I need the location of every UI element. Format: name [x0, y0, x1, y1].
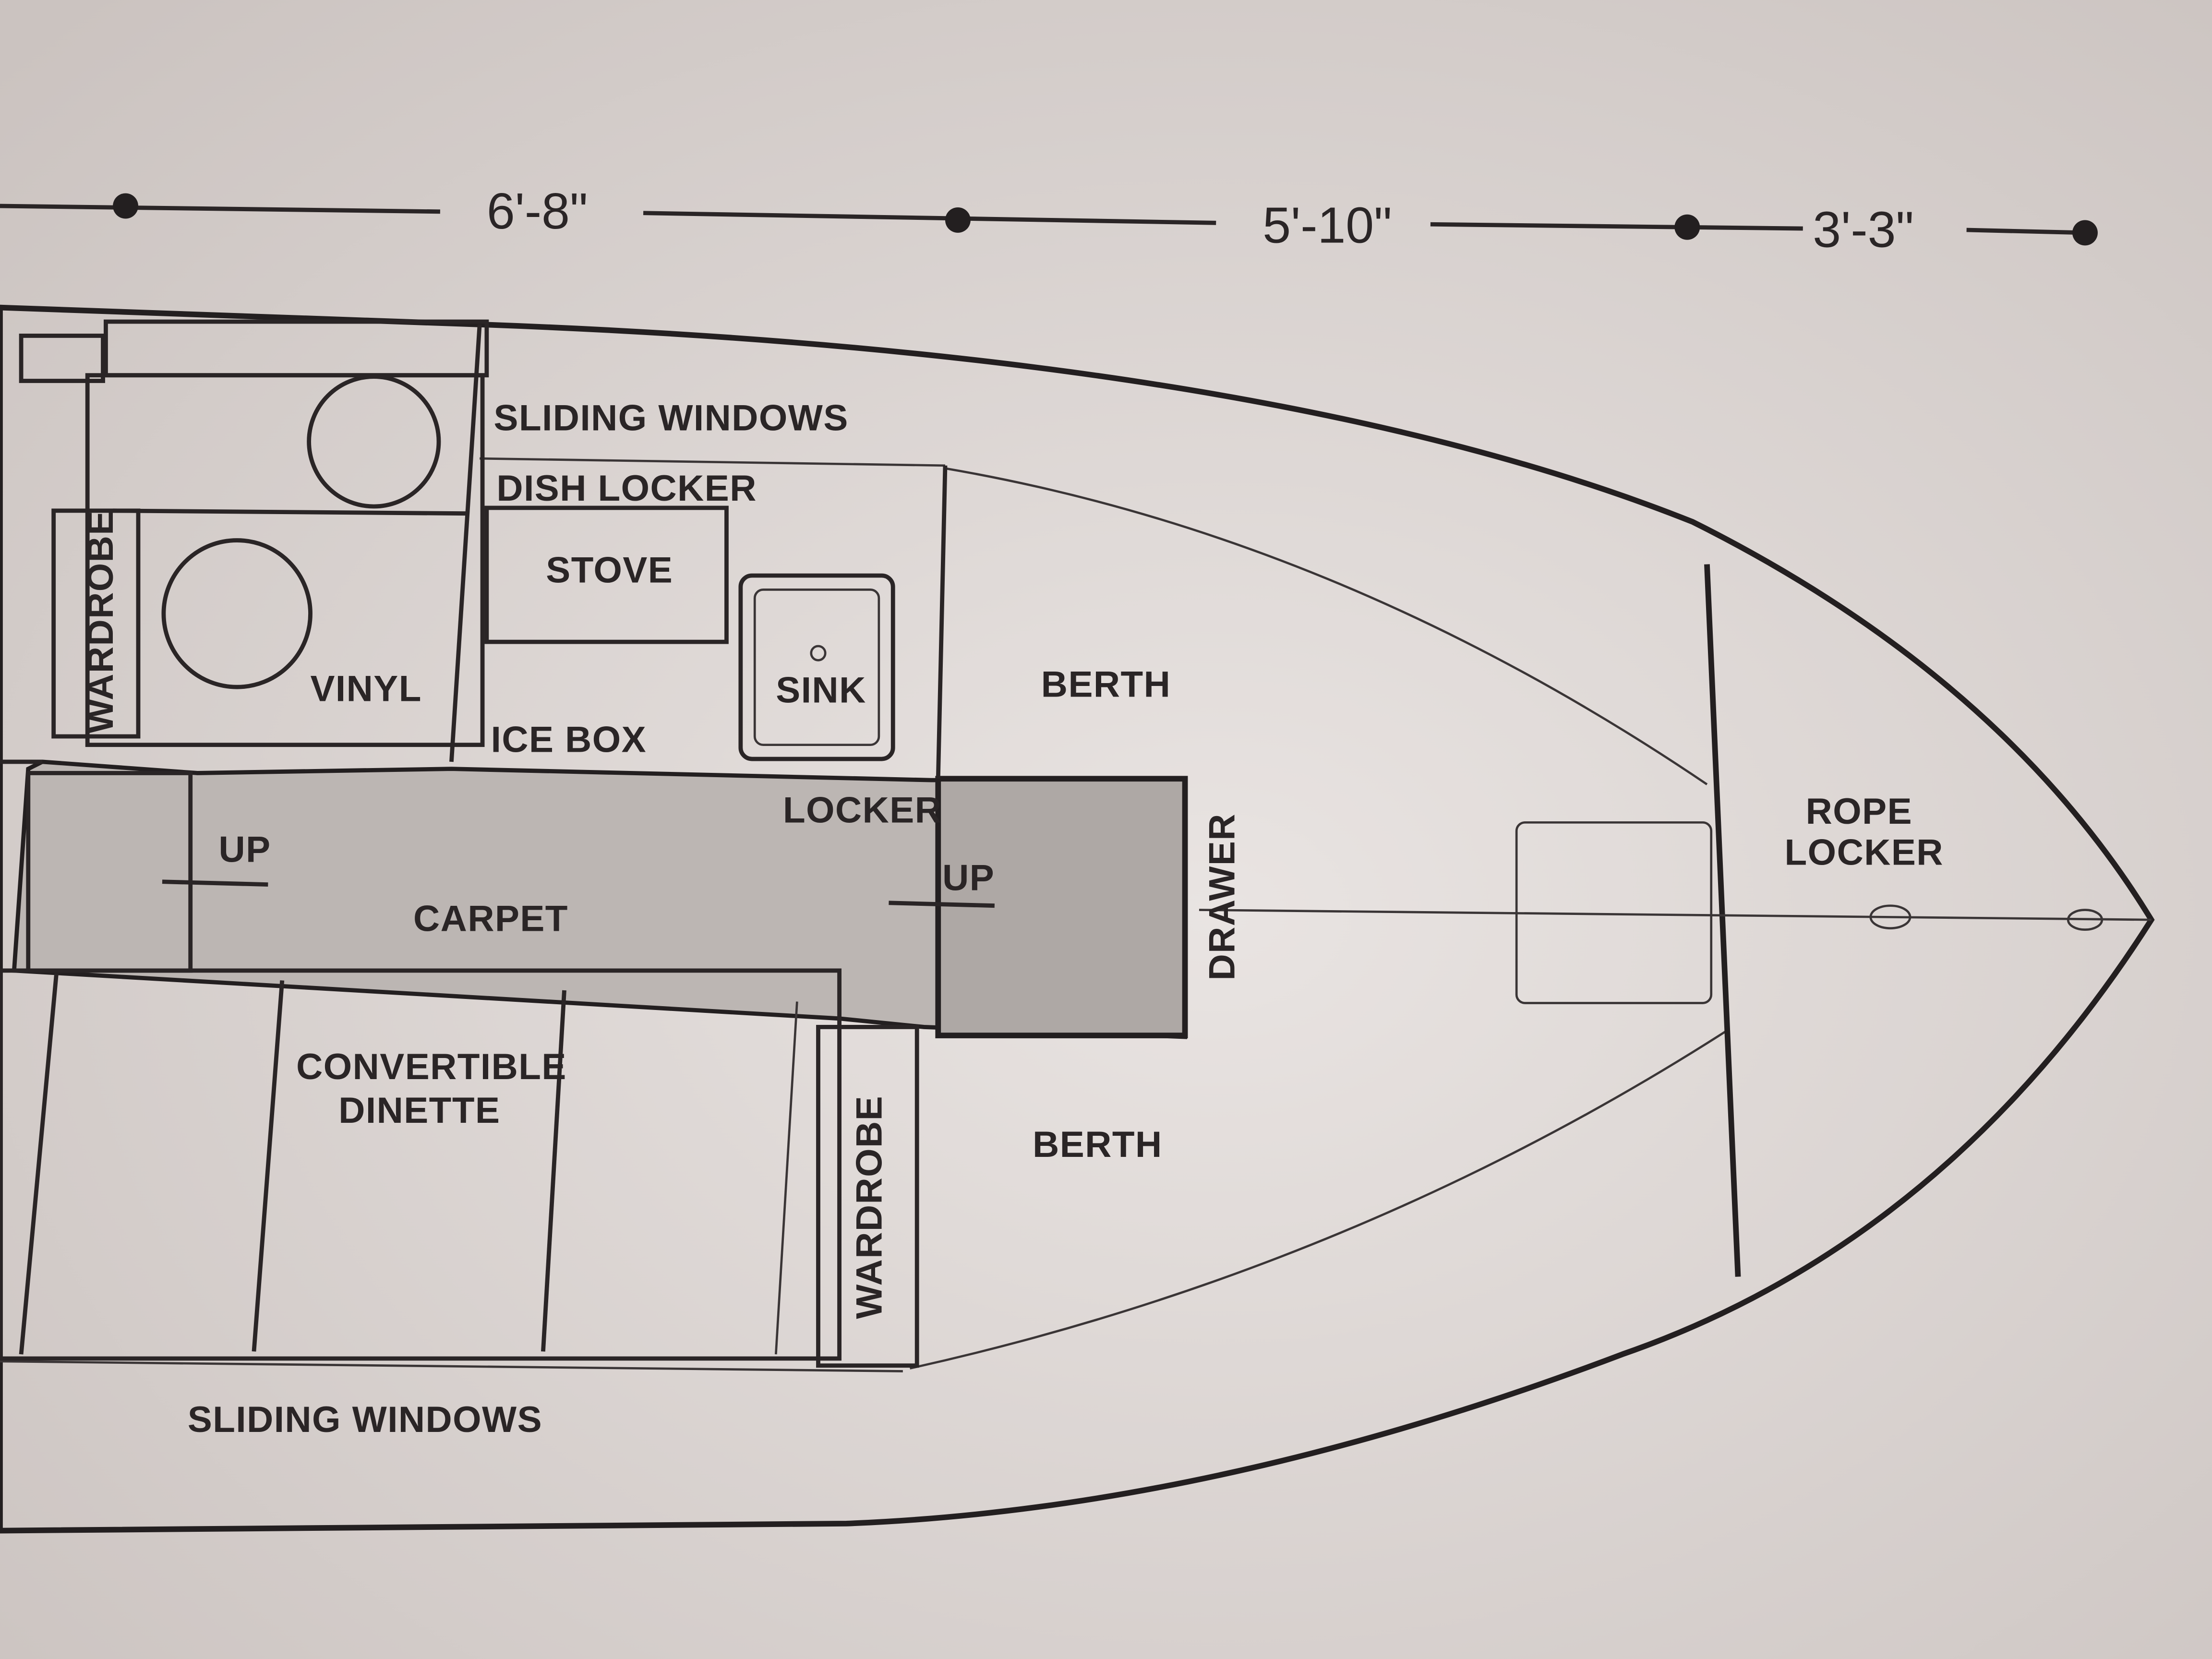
- dimension-label: 3'-3": [1813, 201, 1914, 258]
- inner-hull-line: [909, 467, 1729, 1370]
- label-wardrobe-lower: WARDROBE: [849, 1095, 890, 1319]
- hull-outline: [0, 304, 2155, 1534]
- label-convertible: CONVERTIBLE: [296, 1046, 567, 1087]
- label-berth-lower: BERTH: [1033, 1124, 1162, 1165]
- label-rope-locker: LOCKER: [1785, 832, 1944, 873]
- label-dish-locker: DISH LOCKER: [496, 468, 757, 509]
- label-stove: STOVE: [546, 550, 673, 591]
- label-locker: LOCKER: [783, 790, 942, 830]
- label-carpet: CARPET: [413, 899, 568, 939]
- label-sliding-windows-top: SLIDING WINDOWS: [494, 397, 849, 438]
- dimension-line: 6'-8" 5'-10" 3'-3": [0, 183, 2098, 258]
- dimension-label: 5'-10": [1262, 197, 1392, 253]
- label-wardrobe: WARDROBE: [80, 510, 121, 733]
- dimension-label: 6'-8": [487, 183, 588, 240]
- label-vinyl: VINYL: [311, 669, 422, 709]
- label-ice-box: ICE BOX: [491, 719, 647, 760]
- label-sink: SINK: [776, 670, 866, 711]
- label-berth-upper: BERTH: [1041, 664, 1171, 705]
- label-rope: ROPE: [1806, 791, 1912, 832]
- room-labels: SLIDING WINDOWS DISH LOCKER STOVE SINK W…: [80, 397, 1944, 1440]
- cabin-partitions: [0, 319, 948, 1368]
- forepeak-bulkhead: [1704, 564, 1741, 1277]
- label-sliding-windows-bottom: SLIDING WINDOWS: [188, 1399, 542, 1440]
- label-up: UP: [942, 857, 995, 898]
- label-dinette: DINETTE: [338, 1090, 500, 1131]
- label-drawer: DRAWER: [1202, 813, 1242, 980]
- centerline: [1199, 909, 2152, 921]
- label-up: UP: [219, 830, 271, 870]
